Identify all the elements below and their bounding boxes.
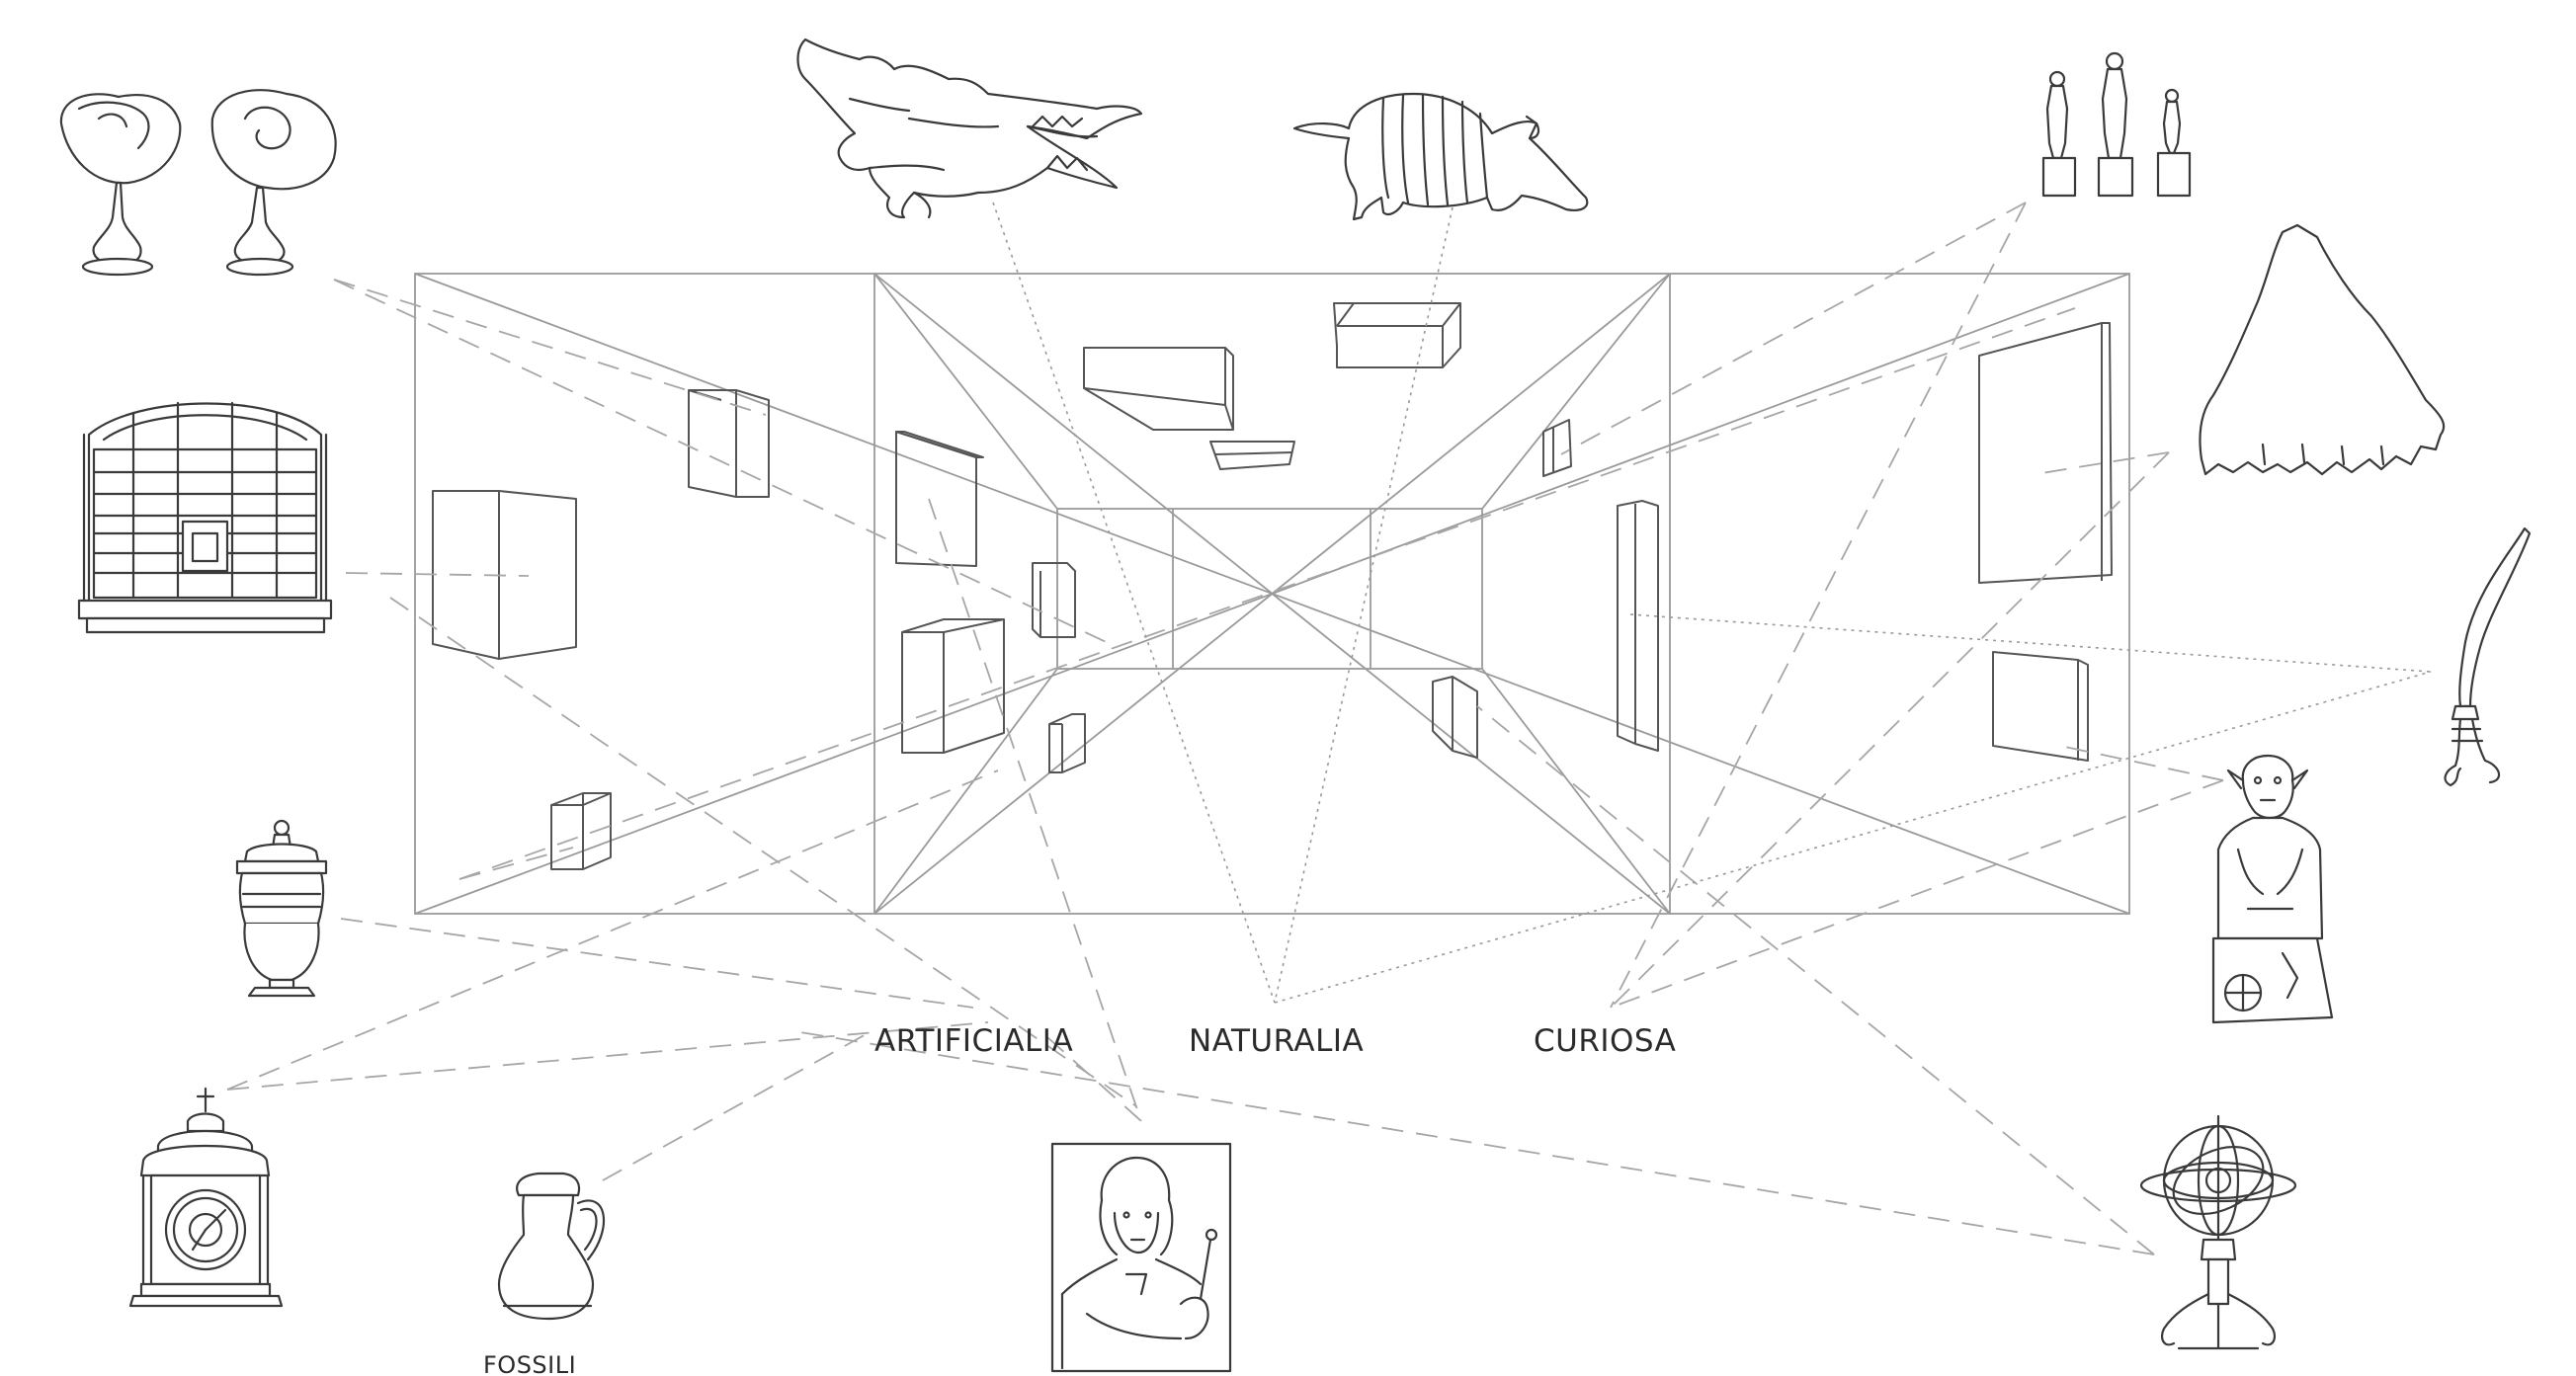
sabre-drawing <box>2446 528 2530 785</box>
statuettes-drawing <box>2043 53 2190 196</box>
display-panel-right-lower <box>1993 652 2088 761</box>
display-panel-mid-right-2 <box>1433 677 1477 758</box>
connector-hide-to-curiosa <box>1611 452 2169 1008</box>
display-panel-mid-left-4 <box>1049 714 1085 772</box>
display-ceiling-box-3 <box>1210 442 1294 469</box>
nautilus-cup-right <box>212 90 336 275</box>
connector-small-box <box>459 848 573 879</box>
feather-cape-drawing <box>2200 225 2444 474</box>
fossili-label: FOSSILI <box>483 1351 576 1376</box>
naturalia-label: NATURALIA <box>1189 1023 1364 1059</box>
crocodile-drawing <box>798 40 1142 217</box>
display-panel-mid-left-3 <box>902 619 1004 753</box>
connector-lines <box>227 202 2431 1255</box>
connector-statues-to-curiosa <box>1611 202 2026 1008</box>
connector-crocodile-to-naturalia <box>993 202 1275 1003</box>
curiosa-label: CURIOSA <box>1534 1023 1676 1059</box>
armillary-sphere-drawing <box>2141 1116 2295 1348</box>
display-panel-mid-right-1 <box>1543 420 1571 476</box>
connector-urn-to-artificialia <box>341 919 973 1008</box>
table-clock-drawing <box>130 1089 282 1306</box>
nautilus-cups-drawing <box>61 90 336 275</box>
display-panel-mid-left-1 <box>896 432 983 566</box>
connector-globe-to-artificialia <box>800 1032 2154 1255</box>
cabinet-drawing <box>79 403 331 632</box>
connector-jug-to-artificialia <box>603 1032 870 1180</box>
artificialia-label: ARTIFICIALIA <box>874 1023 1073 1059</box>
connector-figure-to-panel <box>2060 746 2223 780</box>
connector-cups-to-panel <box>334 280 766 415</box>
jug-drawing <box>499 1174 604 1319</box>
statuette-right <box>2158 90 2190 196</box>
edge-bottom-right <box>1482 669 1670 914</box>
lidded-urn-drawing <box>237 821 326 996</box>
connector-statues-to-panel <box>1561 202 2026 454</box>
connector-sabre-to-panel <box>1630 614 2431 672</box>
grotesque-figure-drawing <box>2213 756 2332 1022</box>
connector-cups-to-center <box>334 280 1117 647</box>
edge-top-right <box>1482 274 1670 509</box>
statuette-left <box>2043 72 2075 196</box>
statuette-middle <box>2099 53 2132 196</box>
connector-figure-to-curiosa <box>1611 780 2223 1008</box>
display-panel-left-upper <box>689 390 769 497</box>
display-panel-mid-left-2 <box>1033 563 1075 637</box>
armadillo-drawing <box>1294 94 1587 219</box>
display-boxes <box>433 303 2112 869</box>
display-panel-left-lower <box>551 793 611 869</box>
room-perspective <box>415 274 2129 914</box>
display-ceiling-box-1 <box>1084 348 1233 430</box>
nautilus-cup-left <box>61 94 180 275</box>
display-panel-right-large <box>1979 323 2112 583</box>
portrait-drawing <box>1052 1144 1230 1371</box>
connector-cabinet-to-panel <box>346 573 529 576</box>
display-ceiling-box-2 <box>1334 303 1460 367</box>
connector-globe-to-panel <box>1477 706 2154 1255</box>
display-panel-mid-right-3 <box>1618 501 1658 751</box>
